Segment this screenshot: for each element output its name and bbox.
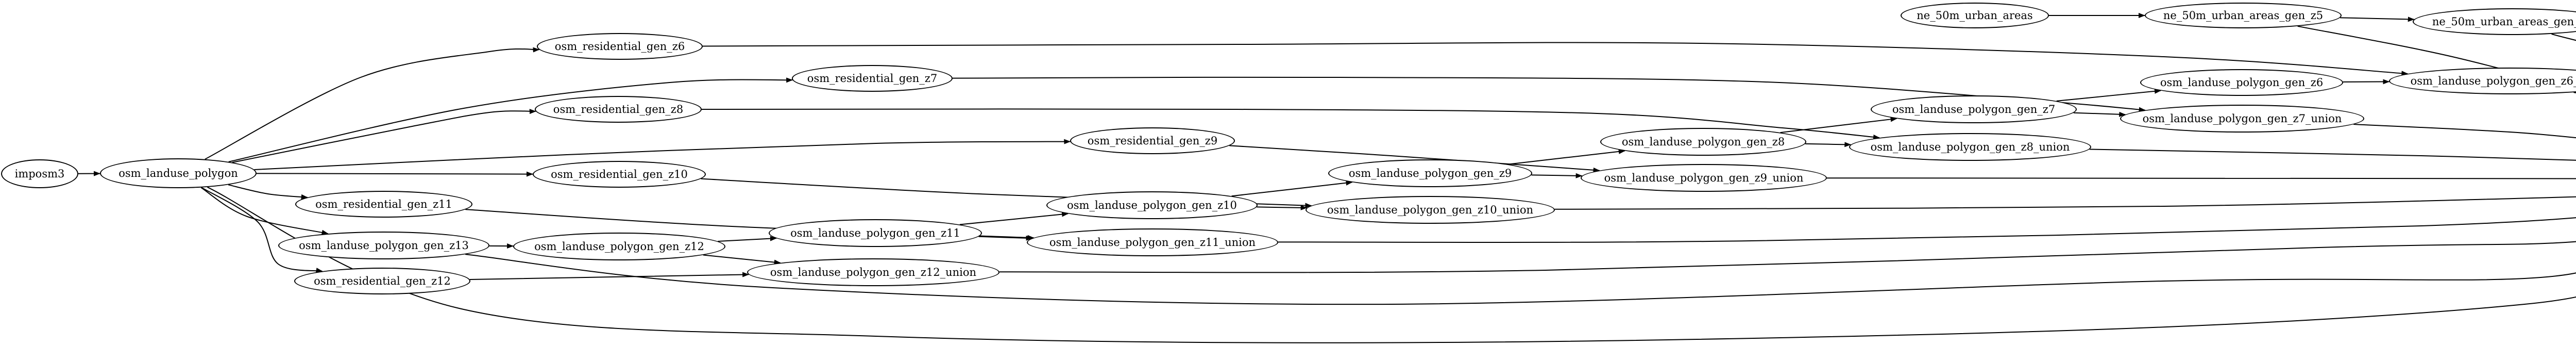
node-ne_50m_urban_areas_gen_z4: ne_50m_urban_areas_gen_z4 (2413, 8, 2576, 35)
edge-osm_landuse_polygon-to-layer_landuse-z14+ (207, 187, 2576, 343)
edge-ne_50m_urban_areas_gen_z4-to-layer_landuse-z4 (2551, 33, 2576, 41)
node-osm_landuse_polygon_gen_z13: osm_landuse_polygon_gen_z13 (278, 232, 489, 259)
edge-osm_landuse_polygon-to-osm_residential_gen_z8 (232, 109, 536, 163)
edge-osm_landuse_polygon_gen_z9-to-osm_landuse_polygon_gen_z9_union (1531, 173, 1583, 178)
edge-osm_landuse_polygon_gen_z7-to-osm_landuse_polygon_gen_z7_union (2073, 111, 2126, 117)
edge-osm_landuse_polygon-to-osm_residential_gen_z9 (254, 139, 1071, 170)
edge-osm_landuse_polygon-to-osm_residential_gen_z6 (205, 47, 540, 160)
node-osm_residential_gen_z7: osm_residential_gen_z7 (792, 65, 953, 92)
node-osm_residential_gen_z11: osm_residential_gen_z11 (295, 191, 472, 218)
node-osm_landuse_polygon_gen_z10: osm_landuse_polygon_gen_z10 (1046, 191, 1258, 219)
edge-osm_landuse_polygon-to-osm_residential_gen_z7 (228, 77, 793, 162)
edge-osm_landuse_polygon-to-osm_residential_gen_z11 (228, 184, 308, 200)
node-osm_residential_gen_z6: osm_residential_gen_z6 (537, 33, 703, 60)
edge-osm_residential_gen_z6-to-osm_landuse_polygon_gen_z6_union (702, 42, 2409, 76)
node-osm_landuse_polygon_gen_z8_union: osm_landuse_polygon_gen_z8_union (1849, 133, 2091, 161)
edge-osm_residential_gen_z8-to-osm_landuse_polygon_gen_z8_union (701, 108, 1880, 140)
edge-osm_landuse_polygon_gen_z6_union-to-layer_landuse-z6 (2573, 92, 2576, 93)
edge-osm_landuse_polygon_gen_z10_union-to-layer_landuse-z10 (1554, 196, 2576, 210)
node-osm_landuse_polygon: osm_landuse_polygon (100, 158, 257, 188)
edge-osm_landuse_polygon_gen_z10-to-osm_landuse_polygon_gen_z10_union (1257, 205, 1308, 210)
node-osm_landuse_polygon_gen_z8: osm_landuse_polygon_gen_z8 (1600, 128, 1806, 156)
node-osm_landuse_polygon_gen_z12: osm_landuse_polygon_gen_z12 (513, 233, 725, 260)
node-osm_landuse_polygon_gen_z10_union: osm_landuse_polygon_gen_z10_union (1306, 196, 1555, 224)
edge-ne_50m_urban_areas_gen_z5-to-ne_50m_urban_areas_gen_z4 (2340, 17, 2415, 22)
node-osm_residential_gen_z8: osm_residential_gen_z8 (535, 96, 702, 123)
node-osm_landuse_polygon_gen_z11_union: osm_landuse_polygon_gen_z11_union (1027, 228, 1278, 256)
edge-osm_landuse_polygon-to-osm_residential_gen_z12 (201, 187, 323, 273)
edge-osm_landuse_polygon_gen_z10-to-osm_landuse_polygon_gen_z9 (1231, 180, 1353, 197)
edge-osm_landuse_polygon-to-osm_landuse_polygon_gen_z13 (200, 187, 329, 235)
edge-osm_landuse_polygon_gen_z12-to-osm_landuse_polygon_gen_z11 (718, 236, 777, 242)
node-imposm3: imposm3 (1, 159, 78, 188)
edge-osm_landuse_polygon_gen_z6-to-osm_landuse_polygon_gen_z6_union (2343, 79, 2390, 85)
edge-osm_landuse_polygon-to-osm_residential_gen_z10 (256, 171, 534, 177)
node-osm_landuse_polygon_gen_z9_union: osm_landuse_polygon_gen_z9_union (1581, 164, 1827, 192)
node-osm_landuse_polygon_gen_z12_union: osm_landuse_polygon_gen_z12_union (747, 258, 999, 286)
node-osm_landuse_polygon_gen_z7: osm_landuse_polygon_gen_z7 (1871, 95, 2077, 123)
edge-osm_residential_gen_z12-to-osm_landuse_polygon_gen_z12_union (469, 272, 750, 280)
edge-osm_landuse_polygon_gen_z8_union-to-layer_landuse-z8 (2089, 149, 2576, 161)
edge-osm_landuse_polygon_gen_z8-to-osm_landuse_polygon_gen_z7 (1780, 117, 1897, 134)
node-osm_landuse_polygon_gen_z7_union: osm_landuse_polygon_gen_z7_union (2120, 105, 2364, 133)
node-osm_landuse_polygon_gen_z11: osm_landuse_polygon_gen_z11 (769, 219, 982, 247)
node-osm_residential_gen_z12: osm_residential_gen_z12 (294, 268, 470, 294)
edge-osm_landuse_polygon_gen_z11_union-to-layer_landuse-z11 (1278, 217, 2576, 243)
node-osm_landuse_polygon_gen_z6: osm_landuse_polygon_gen_z6 (2140, 69, 2343, 96)
edge-osm_landuse_polygon_gen_z12-to-osm_landuse_polygon_gen_z12_union (703, 254, 781, 265)
edge-osm_landuse_polygon_gen_z12_union-to-layer_landuse-z12 (999, 241, 2576, 273)
edge-osm_residential_gen_z9-to-osm_landuse_polygon_gen_z9_union (1229, 145, 1600, 173)
node-osm_landuse_polygon_gen_z6_union: osm_landuse_polygon_gen_z6_union (2389, 68, 2576, 94)
edge-osm_landuse_polygon_gen_z7-to-osm_landuse_polygon_gen_z6 (2056, 88, 2161, 102)
edge-osm_landuse_polygon_gen_z13-to-layer_landuse-z13 (465, 254, 2576, 305)
edge-osm_landuse_polygon_gen_z11-to-osm_landuse_polygon_gen_z10 (959, 211, 1069, 225)
edge-osm_landuse_polygon_gen_z9-to-osm_landuse_polygon_gen_z8 (1508, 149, 1625, 165)
node-ne_50m_urban_areas_gen_z5: ne_50m_urban_areas_gen_z5 (2145, 3, 2342, 28)
edge-osm_landuse_polygon_gen_z7_union-to-layer_landuse-z7 (2353, 124, 2576, 139)
node-osm_residential_gen_z10: osm_residential_gen_z10 (533, 161, 706, 188)
node-osm_residential_gen_z9: osm_residential_gen_z9 (1070, 127, 1235, 154)
edge-osm_landuse_polygon_gen_z8-to-osm_landuse_polygon_gen_z8_union (1805, 142, 1852, 147)
node-ne_50m_urban_areas: ne_50m_urban_areas (1901, 3, 2049, 28)
node-osm_landuse_polygon_gen_z9: osm_landuse_polygon_gen_z9 (1328, 159, 1532, 187)
